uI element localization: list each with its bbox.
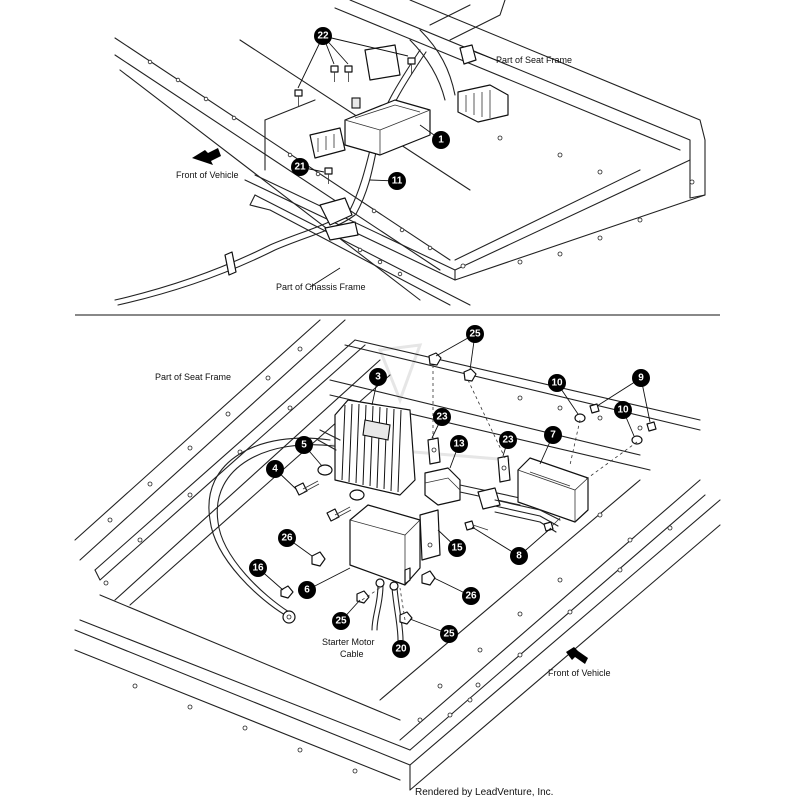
callout-8: 8 [510,547,528,565]
svg-text:11: 11 [392,176,403,187]
callout-23a: 23 [433,408,451,426]
label-cable: Cable [340,649,364,659]
svg-text:8: 8 [516,551,522,562]
bottom-panel: Part of Seat Frame Starter Motor Cable F… [74,319,721,791]
screw-9b [646,421,657,432]
nut-25-bottom-b [399,611,413,625]
svg-text:26: 26 [465,591,477,602]
svg-text:23: 23 [436,412,448,423]
nut-26-left [311,551,326,567]
callout-10b: 10 [614,401,632,419]
controller-module [309,97,431,159]
callout-26b: 26 [462,587,480,605]
svg-text:10: 10 [617,405,629,416]
svg-text:23: 23 [502,435,514,446]
front-arrow-icon [192,148,221,165]
callout-1: 1 [432,131,450,149]
callout-3: 3 [369,368,387,386]
callout-23b: 23 [499,431,517,449]
nut-25-top-a [428,352,442,366]
svg-text:20: 20 [395,644,407,655]
svg-text:25: 25 [335,616,347,627]
callout-16: 16 [249,559,267,577]
bolt-4b [326,506,352,522]
svg-text:5: 5 [301,440,307,451]
bolt-4 [294,480,320,496]
callout-26a: 26 [278,529,296,547]
svg-text:25: 25 [443,629,455,640]
svg-text:6: 6 [304,585,310,596]
starter-motor-cable [371,578,404,641]
callout-9: 9 [632,369,650,387]
controller-module-7 [494,457,589,533]
label-seat-frame-bottom: Part of Seat Frame [155,372,231,382]
fuse-holder [424,467,521,510]
nut-25-top-b [463,368,477,382]
callout-15: 15 [448,539,466,557]
front-arrow-icon-bottom [566,647,588,664]
starter-solenoid [349,504,421,586]
svg-text:9: 9 [638,373,644,384]
harness-connector-right [364,44,509,123]
svg-text:7: 7 [550,430,556,441]
washer-5 [317,464,333,476]
washer-10b [631,435,643,445]
svg-text:3: 3 [375,372,381,383]
svg-text:15: 15 [451,543,463,554]
nut-26-right [421,570,436,586]
callout-4: 4 [266,460,284,478]
callout-6: 6 [298,581,316,599]
label-chassis-frame: Part of Chassis Frame [276,282,366,292]
ground-cable [208,437,335,624]
svg-text:13: 13 [453,439,465,450]
bolts-22 [294,57,416,184]
bracket-23a [427,437,441,465]
svg-text:22: 22 [317,31,329,42]
nut-16 [280,585,294,599]
callout-13: 13 [450,435,468,453]
svg-text:10: 10 [551,378,563,389]
callout-5: 5 [295,436,313,454]
screw-9a [589,403,600,414]
callout-25b: 25 [332,612,350,630]
label-front-of-vehicle-top: Front of Vehicle [176,170,239,180]
footer-credit: Rendered by LeadVenture, Inc. [415,787,553,798]
svg-text:26: 26 [281,533,293,544]
callout-22: 22 [314,27,332,45]
svg-text:16: 16 [252,563,264,574]
svg-text:21: 21 [294,162,306,173]
svg-text:1: 1 [438,135,444,146]
callout-21: 21 [291,158,309,176]
label-front-of-vehicle-bottom: Front of Vehicle [548,668,611,678]
label-seat-frame-top: Part of Seat Frame [496,55,572,65]
callout-7: 7 [544,426,562,444]
callout-20: 20 [392,640,410,658]
washer-5b [349,489,365,501]
callout-10a: 10 [548,374,566,392]
svg-text:25: 25 [469,329,481,340]
bracket-15 [419,509,441,561]
bracket-23b [497,455,511,483]
chassis-frame-top [114,37,471,306]
screw-8a [464,520,489,531]
svg-text:4: 4 [272,464,278,475]
voltage-regulator [317,399,416,496]
callout-25a: 25 [466,325,484,343]
callout-25c: 25 [440,625,458,643]
label-starter-motor: Starter Motor [322,637,375,647]
callout-11: 11 [388,172,406,190]
top-panel: Part of Seat Frame Front of Vehicle Part… [114,0,706,306]
washer-10a [574,413,586,423]
